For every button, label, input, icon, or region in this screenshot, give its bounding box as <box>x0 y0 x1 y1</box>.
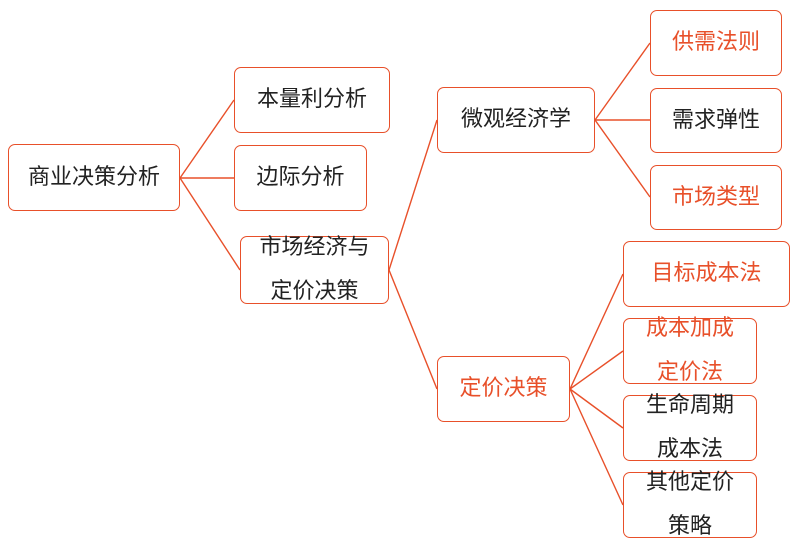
node-target-costing: 目标成本法 <box>623 241 790 307</box>
connector-root-cvp <box>179 99 235 179</box>
node-label: 需求弹性 <box>671 107 760 133</box>
node-label: 本量利分析 <box>256 87 367 112</box>
connector-micro-market-type <box>594 119 651 198</box>
node-label: 微观经济学 <box>460 107 571 132</box>
node-label: 供需法则 <box>671 30 760 55</box>
connector-pricing-lifecycle <box>569 388 624 429</box>
node-label-line2: 定价决策 <box>270 279 359 304</box>
node-label-line1: 成本加成 <box>645 316 734 341</box>
node-marginal-analysis: 边际分析 <box>234 145 367 211</box>
node-label: 商业决策分析 <box>27 164 160 190</box>
node-other-pricing: 其他定价策略 <box>623 470 757 539</box>
node-supply-demand: 供需法则 <box>650 10 782 76</box>
node-label: 目标成本法 <box>651 261 762 286</box>
node-market-pricing: 市场经济与定价决策 <box>240 235 389 304</box>
node-label: 边际分析 <box>256 165 345 190</box>
node-label: 市场类型 <box>671 184 760 210</box>
node-label-line2: 成本法 <box>656 437 723 462</box>
node-pricing-decision: 定价决策 <box>437 356 570 422</box>
connector-market-pricing <box>388 269 438 390</box>
node-demand-elasticity: 需求弹性 <box>650 88 782 153</box>
connector-pricing-costplus <box>569 350 624 390</box>
node-lifecycle-costing: 生命周期成本法 <box>623 393 757 462</box>
node-microeconomics: 微观经济学 <box>437 87 595 153</box>
node-label-line2: 策略 <box>667 514 712 539</box>
node-label-line1: 其他定价 <box>645 470 734 495</box>
connector-market-micro <box>388 119 438 271</box>
node-label-line1: 市场经济与 <box>259 235 370 260</box>
connector-micro-supply <box>594 42 651 121</box>
node-cvp-analysis: 本量利分析 <box>234 67 390 133</box>
node-root: 商业决策分析 <box>8 144 180 211</box>
connector-root-market <box>179 177 241 271</box>
connector-pricing-other <box>569 388 624 506</box>
node-label-line2: 定价法 <box>656 360 723 385</box>
node-cost-plus-pricing: 成本加成定价法 <box>623 316 757 385</box>
node-label: 定价决策 <box>459 376 548 401</box>
connector-pricing-target <box>569 273 624 390</box>
node-label-line1: 生命周期 <box>645 393 734 418</box>
node-market-types: 市场类型 <box>650 165 782 230</box>
